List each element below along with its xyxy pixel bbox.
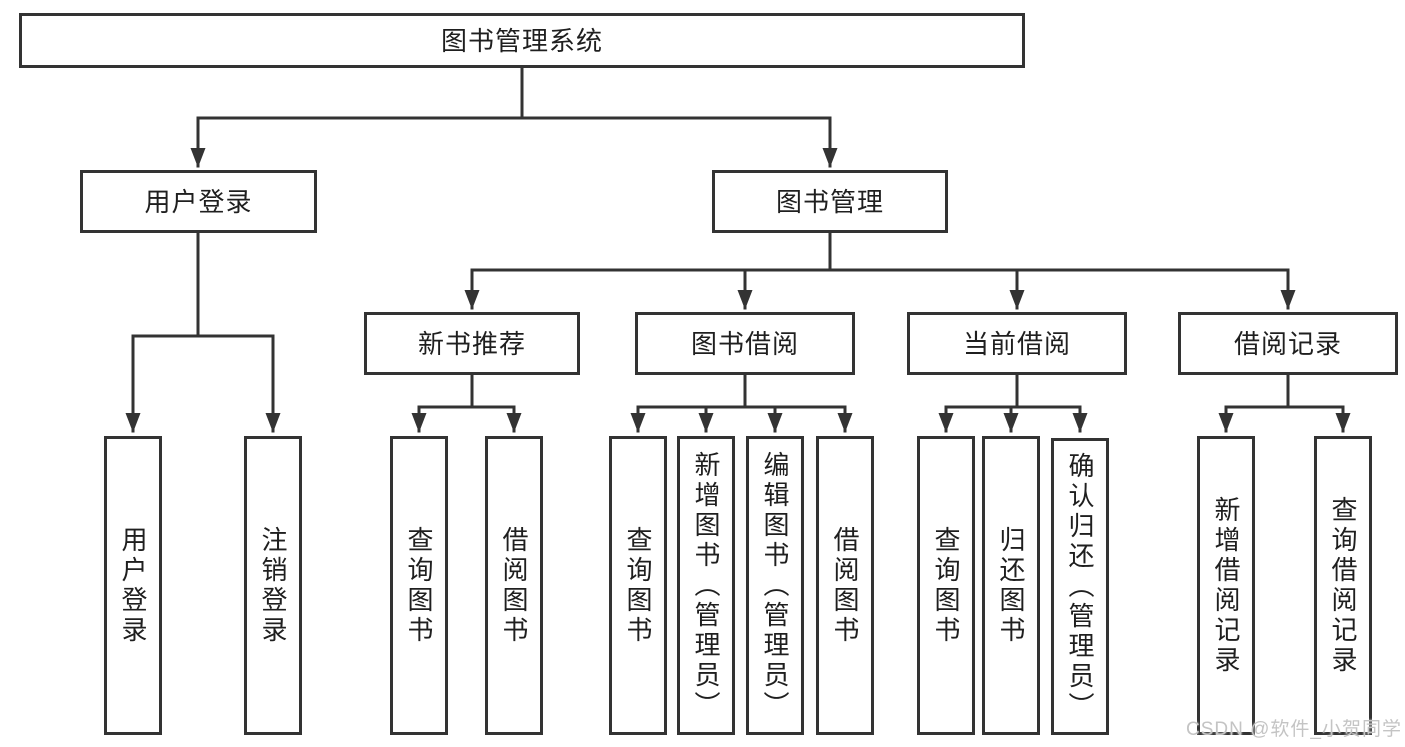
edges-current-borrowing xyxy=(938,373,1088,433)
leaf-records-query-record: 查询借阅记录 xyxy=(1314,436,1372,735)
leaf-logout-login: 注销登录 xyxy=(244,436,302,735)
node-book-management: 图书管理 xyxy=(712,170,948,233)
edges-book-borrowing xyxy=(630,373,853,433)
leaf-recommend-query-books: 查询图书 xyxy=(390,436,448,735)
leaf-borrowing-edit-books-admin: 编辑图书（管理员） xyxy=(746,436,804,735)
edges-book-management xyxy=(464,231,1296,310)
edges-new-book-recommend xyxy=(411,373,522,433)
leaf-borrowing-add-books-admin: 新增图书（管理员） xyxy=(677,436,735,735)
node-book-borrowing: 图书借阅 xyxy=(635,312,855,375)
watermark-text: CSDN @软件_小贺同学 xyxy=(1186,719,1402,740)
leaf-borrowing-query-books: 查询图书 xyxy=(609,436,667,735)
leaf-records-add-record: 新增借阅记录 xyxy=(1197,436,1255,735)
edges-root xyxy=(190,66,838,168)
leaf-current-query-books: 查询图书 xyxy=(917,436,975,735)
leaf-recommend-borrow-books: 借阅图书 xyxy=(485,436,543,735)
node-root: 图书管理系统 xyxy=(19,13,1025,68)
leaf-user-login: 用户登录 xyxy=(104,436,162,735)
node-new-book-recommend: 新书推荐 xyxy=(364,312,580,375)
edges-user-login xyxy=(125,231,281,433)
leaf-current-return-books: 归还图书 xyxy=(982,436,1040,735)
node-user-login: 用户登录 xyxy=(80,170,317,233)
edges-borrowing-records xyxy=(1218,373,1351,433)
node-borrowing-records: 借阅记录 xyxy=(1178,312,1398,375)
node-current-borrowing: 当前借阅 xyxy=(907,312,1127,375)
leaf-current-confirm-return-admin: 确认归还（管理员） xyxy=(1051,438,1109,735)
leaf-borrowing-borrow-books: 借阅图书 xyxy=(816,436,874,735)
